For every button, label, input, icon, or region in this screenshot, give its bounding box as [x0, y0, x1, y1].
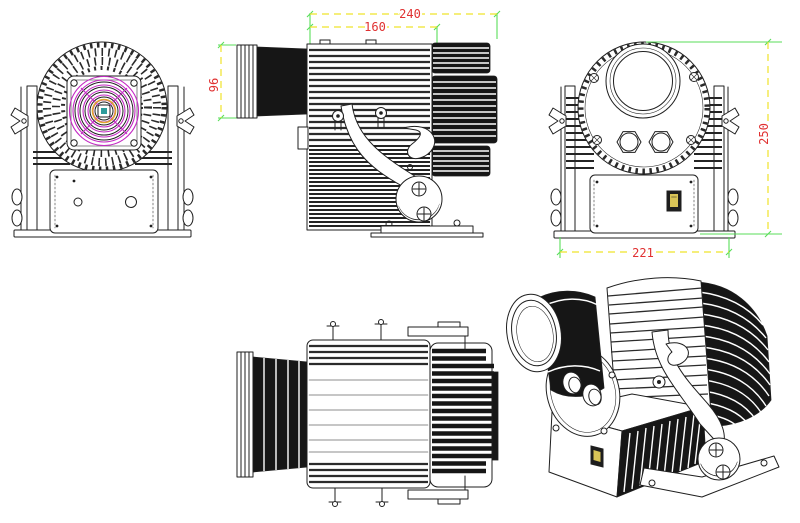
dim-lens-front-height: 96: [207, 78, 221, 92]
side-fins: [33, 151, 172, 165]
face-screws: [589, 72, 699, 145]
dimension-160: 160: [306, 18, 441, 44]
dim-overall-length: 240: [399, 7, 421, 21]
cooling-fan: [74, 81, 134, 141]
front-view: [10, 41, 195, 238]
clamp-knob: [326, 319, 389, 507]
wing-nut-icon: [10, 107, 195, 135]
top-view: [236, 319, 499, 507]
clamp-knob: [332, 107, 387, 131]
mounting-base: [49, 169, 159, 234]
dimension-250: 250: [646, 38, 782, 238]
lens-barrel-side: [236, 44, 308, 119]
power-switch: [666, 190, 682, 212]
cable-glands-iso: [562, 371, 602, 407]
body-top: [306, 339, 431, 489]
lens-barrel-top: [236, 351, 308, 478]
rear-fins-side: [431, 42, 498, 177]
face-view: 250 221: [548, 38, 782, 262]
dimension-240: 240: [306, 5, 501, 44]
wing-nut-icon: [548, 107, 740, 135]
dim-overall-height: 250: [757, 123, 771, 145]
rear-fins-top: [429, 342, 499, 488]
dimension-96: 96: [205, 41, 241, 122]
cable-glands: [616, 131, 674, 153]
bracket-arms-top: [407, 321, 469, 505]
lens-iso: [506, 293, 562, 373]
lens: [605, 43, 681, 119]
side-view: 240 160 96: [205, 5, 501, 238]
dim-base-width: 221: [632, 246, 654, 260]
fan-hub: [91, 98, 117, 124]
mounting-base: [589, 174, 699, 234]
pivot-knob: [697, 437, 741, 481]
pivot-knob: [395, 175, 443, 223]
isometric-view: [506, 277, 780, 498]
dim-body-length: 160: [364, 20, 386, 34]
yoke-bracket-side: [332, 103, 484, 238]
dimension-221: 221: [556, 237, 733, 262]
yoke-bracket-iso: [639, 329, 780, 498]
power-switch-iso: [590, 445, 604, 468]
rear-fins-iso: [696, 281, 772, 428]
